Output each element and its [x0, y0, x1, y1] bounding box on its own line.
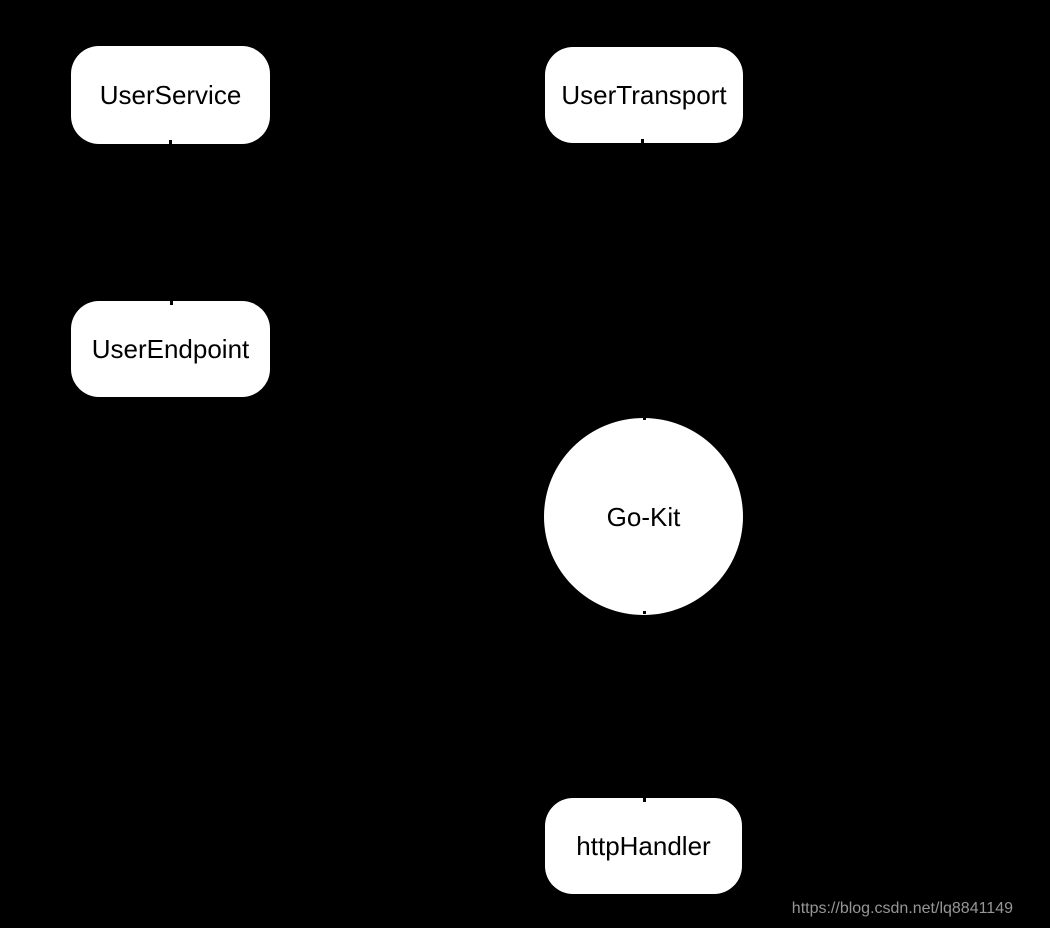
node-usertransport-label: UserTransport [561, 80, 727, 110]
node-userendpoint-label: UserEndpoint [91, 334, 250, 364]
node-httphandler: httpHandler [545, 798, 742, 894]
node-httphandler-label: httpHandler [576, 831, 711, 861]
connector-notch [641, 139, 644, 144]
csdn-watermark: https://blog.csdn.net/lq8841149 [791, 900, 1013, 917]
node-usertransport: UserTransport [545, 47, 743, 143]
node-gokit: Go-Kit [544, 418, 743, 615]
connector-notch [170, 300, 173, 305]
connector-notch [643, 797, 646, 802]
node-userendpoint: UserEndpoint [71, 301, 270, 397]
connector-notch [643, 611, 646, 614]
node-userservice-label: UserService [99, 80, 242, 110]
connector-notch [169, 140, 172, 145]
node-userservice: UserService [71, 46, 270, 144]
node-gokit-label: Go-Kit [606, 501, 681, 532]
connector-notch [643, 417, 646, 420]
